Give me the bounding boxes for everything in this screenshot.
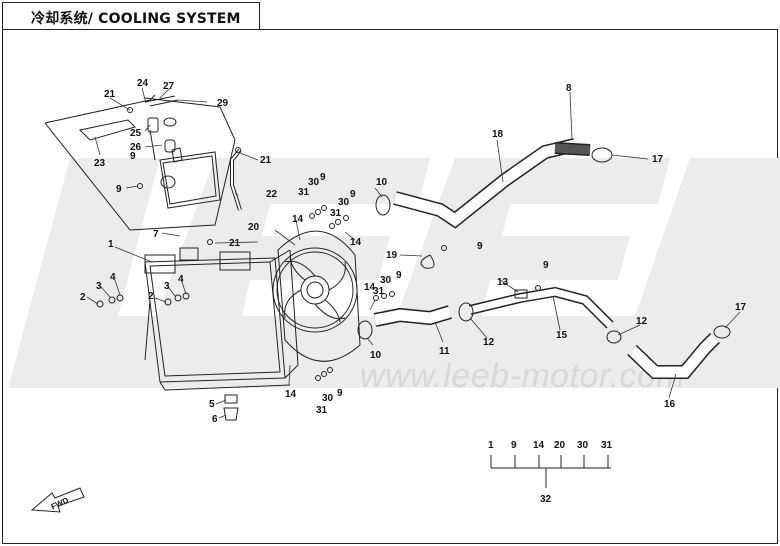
overflow-hose-inner [231, 149, 241, 211]
callout-11: 11 [439, 346, 450, 357]
lower-hose-11 [373, 305, 453, 327]
callout-29: 29 [217, 98, 229, 109]
callout-5: 5 [209, 399, 215, 410]
callout-21b: 21 [260, 155, 272, 166]
callout-labels: 1 2 2 3 3 4 4 5 6 7 8 9 9 9 9 9 9 9 9 10… [80, 78, 747, 425]
callout-8: 8 [566, 83, 572, 94]
callout-10b: 10 [370, 350, 382, 361]
callout-27: 27 [163, 81, 175, 92]
coolant-hose-16 [627, 333, 720, 379]
callout-30d: 30 [322, 393, 334, 404]
bolt-stacks [96, 107, 541, 381]
kit-item-14: 14 [533, 440, 545, 451]
callout-14a: 14 [292, 214, 304, 225]
kit-bracket [490, 455, 611, 488]
callout-2b: 2 [148, 291, 154, 302]
callout-10a: 10 [376, 177, 388, 188]
callout-31b: 31 [330, 208, 342, 219]
callout-30b: 30 [338, 197, 350, 208]
callout-16: 16 [664, 399, 676, 410]
kit-item-9: 9 [511, 440, 517, 451]
kit-item-20: 20 [554, 440, 566, 451]
callout-23: 23 [94, 158, 106, 169]
callout-7: 7 [153, 229, 159, 240]
callout-30a: 30 [308, 177, 320, 188]
callout-17b: 17 [735, 302, 747, 313]
callout-25: 25 [130, 128, 142, 139]
callout-12a: 12 [483, 337, 495, 348]
callout-18: 18 [492, 129, 504, 140]
kit-total: 32 [540, 494, 552, 505]
callout-14d: 14 [285, 389, 297, 400]
watermark-url: www.leeb-motor.com [360, 357, 686, 395]
callout-14b: 14 [350, 237, 362, 248]
kit-item-1: 1 [488, 440, 494, 451]
callout-3a: 3 [96, 281, 102, 292]
expansion-tank [159, 147, 221, 209]
callout-24: 24 [137, 78, 149, 89]
callout-19: 19 [386, 250, 398, 261]
callout-9h: 9 [477, 241, 483, 252]
tank-assembly-box [44, 94, 236, 231]
callout-22: 22 [266, 189, 278, 200]
callout-20: 20 [248, 222, 260, 233]
callout-9b: 9 [116, 184, 122, 195]
callout-9c: 9 [320, 172, 326, 183]
callout-12b: 12 [636, 316, 648, 327]
callout-4a: 4 [110, 272, 116, 283]
callout-31c: 31 [373, 286, 385, 297]
callout-21a: 21 [104, 89, 116, 100]
callout-1: 1 [108, 239, 114, 250]
radiator [144, 247, 299, 391]
tank-strap [78, 119, 136, 141]
kit-item-31: 31 [601, 440, 613, 451]
callout-9d: 9 [350, 189, 356, 200]
callout-15: 15 [556, 330, 568, 341]
callout-9a: 9 [130, 151, 136, 162]
upper-hose [393, 138, 591, 229]
callout-21c: 21 [229, 238, 241, 249]
callout-2a: 2 [80, 292, 86, 303]
callout-14c: 14 [364, 282, 376, 293]
callout-6: 6 [212, 414, 218, 425]
callout-9g: 9 [543, 260, 549, 271]
kit-item-30: 30 [577, 440, 589, 451]
kit-numbers: 1 9 14 20 30 31 32 [488, 440, 613, 505]
callout-26: 26 [130, 142, 142, 153]
callout-4b: 4 [178, 274, 184, 285]
page-title: 冷却系统/ COOLING SYSTEM [31, 11, 241, 27]
callout-31d: 31 [316, 405, 328, 416]
callout-30c: 30 [380, 275, 392, 286]
cooling-fan [272, 230, 361, 362]
callout-9f: 9 [337, 388, 343, 399]
callout-31a: 31 [298, 187, 310, 198]
tank-cap-parts [144, 95, 179, 161]
callout-17a: 17 [652, 154, 664, 165]
fwd-arrow-icon [30, 487, 85, 513]
callout-13: 13 [497, 277, 509, 288]
leader-lines [86, 87, 741, 419]
drain-plug [223, 394, 239, 421]
callout-9e: 9 [396, 270, 402, 281]
title-box: 冷却系统/ COOLING SYSTEM [2, 2, 260, 30]
callout-3b: 3 [164, 281, 170, 292]
hose-clamps [357, 147, 731, 344]
coolant-pipe-15 [468, 286, 614, 329]
